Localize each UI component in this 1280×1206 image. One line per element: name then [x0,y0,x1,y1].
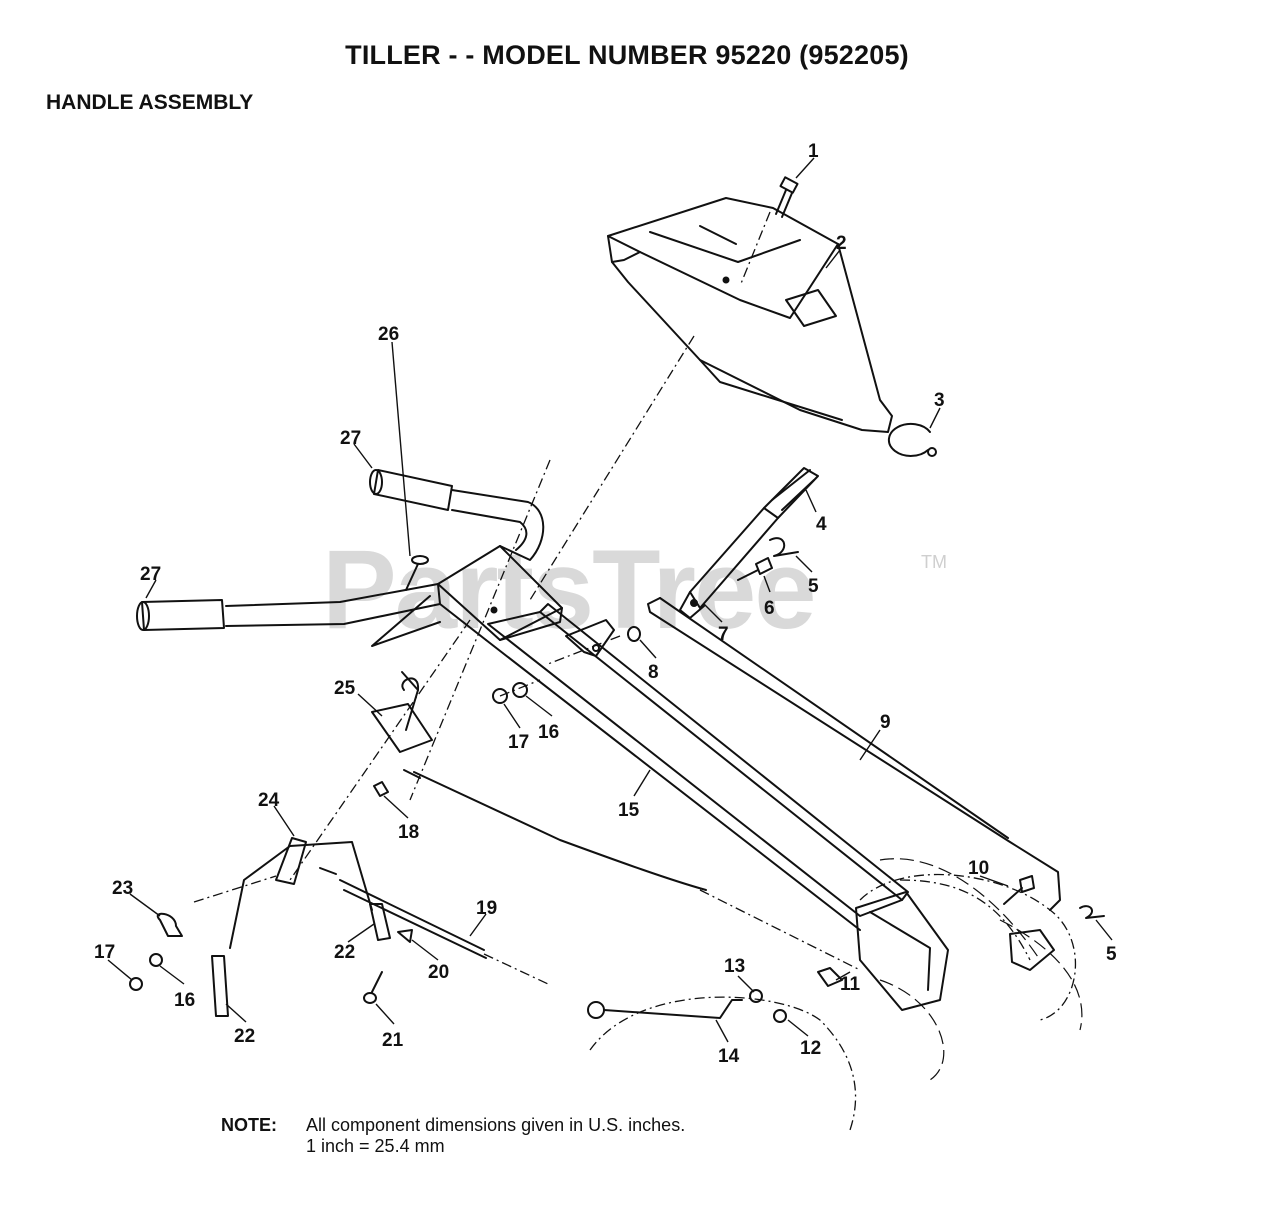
part-depth-rod-14 [587,999,743,1019]
part-bolt-21 [363,971,383,1004]
callout-label: 15 [618,800,640,821]
callout-label: 27 [140,564,161,585]
note-line-1: All component dimensions given in U.S. i… [306,1115,686,1135]
part-clip-23 [156,912,183,937]
part-spring-22-left [211,955,229,1017]
part-washer-8 [627,626,641,642]
callout-label: 16 [538,722,559,743]
part-nut-17-lower [129,977,143,991]
note-label: NOTE: [221,1115,277,1135]
terrain-arcs [879,858,1083,1081]
part-retaining-ring [887,422,931,457]
part-bolt-10 [1003,875,1035,905]
callout-label: 5 [1106,944,1117,965]
part-washer-16-lower [149,953,163,967]
callout-label: 1 [808,141,819,162]
part-control-bracket [371,671,433,779]
part-hairpin-clip-lower [1079,905,1105,919]
callout-label: 24 [258,790,280,811]
part-washer-16-upper [512,682,528,698]
note-line-2: 1 inch = 25.4 mm [306,1136,445,1156]
part-handle-tube [485,603,909,931]
part-handle-panel [607,197,893,433]
part-nut-12 [773,1009,787,1023]
callout-label: 17 [94,942,115,963]
part-nut-18 [373,781,389,797]
callout-label: 13 [724,956,745,977]
callout-label: 16 [174,990,195,1011]
note-text: All component dimensions given in U.S. i… [306,1115,685,1157]
assembly-lines [193,211,1077,1131]
callout-label: 2 [836,233,847,254]
part-nut-17-upper [492,688,508,704]
part-hairpin-clip [769,537,799,557]
part-spring-22-mid [369,903,391,941]
part-shift-rod [647,597,1061,911]
callout-label: 22 [334,942,355,963]
callout-label: 9 [880,712,891,733]
callout-label: 22 [234,1026,255,1047]
callout-label: 19 [476,898,497,919]
callout-label: 5 [808,576,819,597]
part-shift-hub [1009,929,1055,971]
part-handle-grip-upper [369,469,453,511]
part-bolt-26 [405,555,429,591]
callout-label: 23 [112,878,133,899]
part-screw-6 [737,557,773,581]
callout-label: 20 [428,962,449,983]
callout-label: 10 [968,858,989,879]
callout-labels: 1 2 3 4 5 6 7 8 9 10 5 11 12 13 14 15 16… [94,141,1117,1067]
callout-label: 7 [718,624,729,645]
part-handle-grip-lower [136,599,225,631]
callout-label: 26 [378,324,399,345]
part-washer-13 [749,989,763,1003]
callout-label: 8 [648,662,659,683]
part-shift-lever [679,467,819,619]
page-title: TILLER - - MODEL NUMBER 95220 (952205) [345,40,909,70]
part-mount-plate [855,891,949,1011]
callout-label: 25 [334,678,356,699]
callout-label: 17 [508,732,529,753]
callout-label: 11 [840,974,861,995]
callout-label: 6 [764,598,775,619]
part-lower-cable [339,879,485,951]
callout-label: 27 [340,428,361,449]
part-handle-bracket [437,545,563,641]
section-subtitle: HANDLE ASSEMBLY [46,91,254,114]
callout-label: 3 [934,390,945,411]
trademark-mark: TM [921,552,947,572]
part-control-cable [413,771,707,891]
callout-label: 18 [398,822,419,843]
callout-label: 14 [718,1046,740,1067]
part-screw-20 [397,929,413,943]
part-gear-11 [817,967,843,987]
callout-label: 4 [816,514,827,535]
callout-label: 21 [382,1030,404,1051]
part-bolt-1 [775,176,799,218]
callout-label: 12 [800,1038,821,1059]
